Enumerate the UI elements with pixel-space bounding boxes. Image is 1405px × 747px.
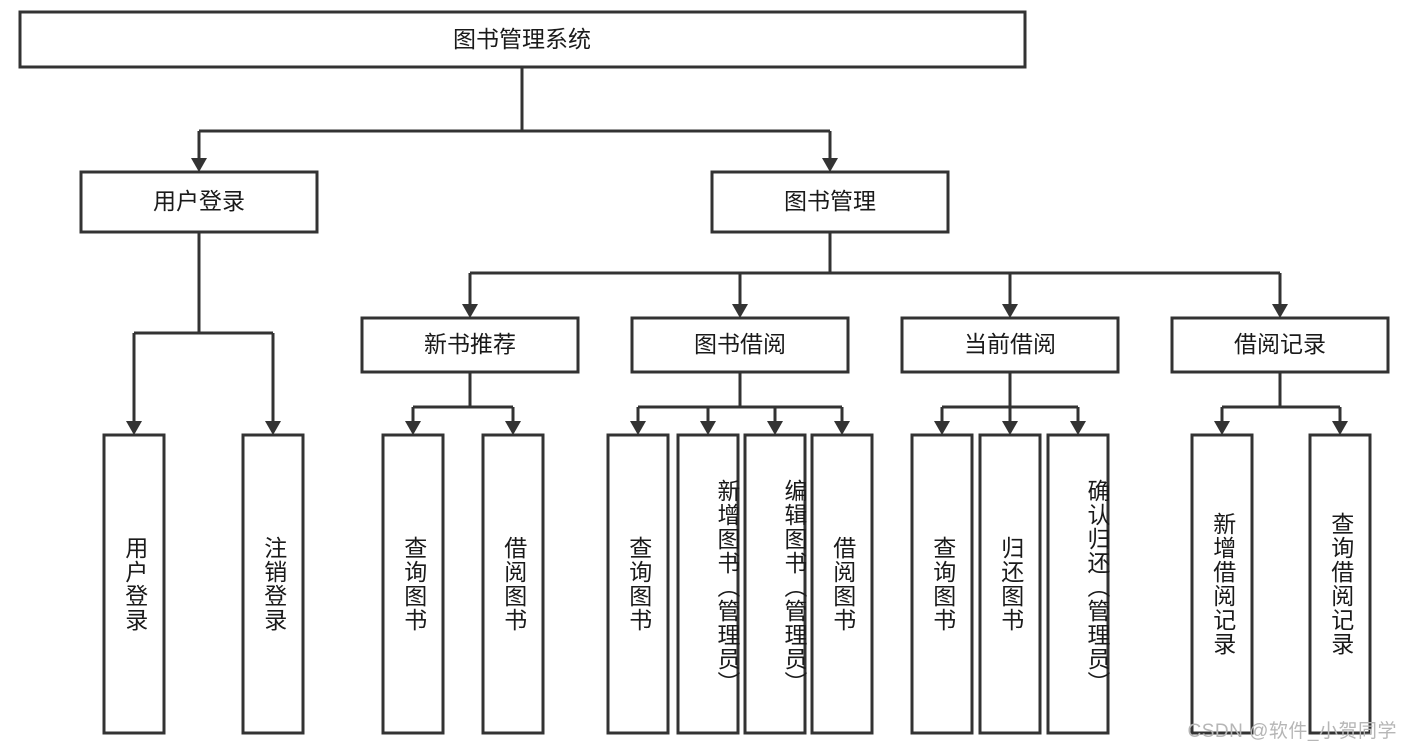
leaf-box-book-borrow-0[interactable] [606, 433, 670, 735]
connector-borrowrecord-to-leaves [1214, 372, 1348, 435]
node-root[interactable]: 图书管理系统 [18, 10, 1027, 69]
node-current-borrow[interactable]: 当前借阅 [900, 316, 1120, 374]
node-book-management-label: 图书管理 [784, 188, 876, 214]
node-user-login[interactable]: 用户登录 [79, 170, 319, 234]
node-new-book-recommend-label: 新书推荐 [424, 331, 516, 357]
connector-root-to-level2 [191, 67, 838, 172]
csdn-watermark: CSDN @软件_小贺同学 [1187, 721, 1397, 742]
node-root-label: 图书管理系统 [453, 26, 591, 52]
leaf-box-user-login-0[interactable] [102, 433, 166, 735]
node-borrow-record-label: 借阅记录 [1234, 331, 1326, 357]
node-book-borrow[interactable]: 图书借阅 [630, 316, 850, 374]
node-new-book-recommend[interactable]: 新书推荐 [360, 316, 580, 374]
node-borrow-record[interactable]: 借阅记录 [1170, 316, 1390, 374]
connector-bookmgmt-to-level3 [462, 232, 1288, 318]
connector-userlogin-to-leaves [126, 232, 281, 435]
connector-currentborrow-to-leaves [934, 372, 1086, 435]
leaf-box-borrow-record-0[interactable] [1190, 433, 1254, 735]
leaf-box-book-borrow-2[interactable] [743, 433, 807, 735]
connector-newbook-to-leaves [405, 372, 521, 435]
leaf-box-new-book-1[interactable] [481, 433, 545, 735]
connector-bookborrow-to-leaves [630, 372, 850, 435]
leaf-box-current-borrow-0[interactable] [910, 433, 974, 735]
node-book-borrow-label: 图书借阅 [694, 331, 786, 357]
leaf-box-current-borrow-2[interactable] [1046, 433, 1110, 735]
leaf-box-current-borrow-1[interactable] [978, 433, 1042, 735]
leaf-box-borrow-record-1[interactable] [1308, 433, 1372, 735]
leaf-box-book-borrow-3[interactable] [810, 433, 874, 735]
node-user-login-label: 用户登录 [153, 188, 245, 214]
leaf-box-user-login-1[interactable] [241, 433, 305, 735]
leaf-box-book-borrow-1[interactable] [676, 433, 740, 735]
node-book-management[interactable]: 图书管理 [710, 170, 950, 234]
node-current-borrow-label: 当前借阅 [964, 331, 1056, 357]
leaf-box-new-book-0[interactable] [381, 433, 445, 735]
